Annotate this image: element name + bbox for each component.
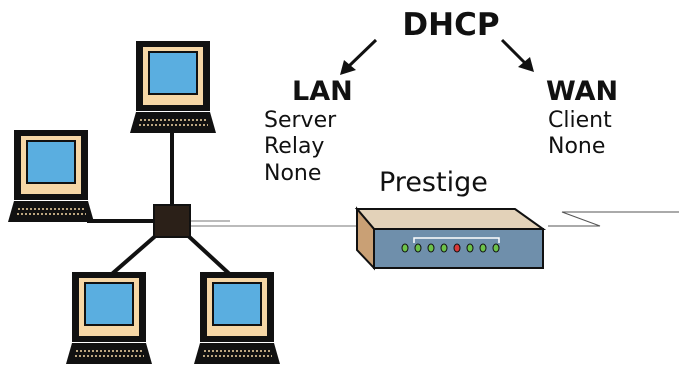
computer-bottom-left: [65, 271, 153, 365]
wan-heading: WAN: [546, 76, 618, 107]
router-leds: [401, 243, 500, 253]
router-led: [479, 243, 487, 253]
router-led: [492, 243, 500, 253]
lan-option-none: None: [264, 161, 321, 186]
dhcp-title: DHCP: [402, 7, 499, 43]
router-led: [466, 243, 474, 253]
router-led: [440, 243, 448, 253]
router-led: [414, 243, 422, 253]
prestige-label: Prestige: [379, 167, 488, 198]
computer-bottom-right: [193, 271, 281, 365]
wan-link-line: [548, 211, 679, 227]
wan-option-none: None: [548, 134, 605, 159]
wan-option-client: Client: [548, 108, 612, 133]
router-led-red: [453, 243, 461, 253]
arrow-to-lan: [340, 38, 378, 75]
lan-option-server: Server: [264, 108, 337, 133]
computer-left: [7, 129, 95, 223]
router-led: [401, 243, 409, 253]
lan-option-relay: Relay: [264, 134, 324, 159]
lan-heading: LAN: [292, 76, 353, 107]
network-hub: [153, 204, 191, 238]
prestige-router: [354, 206, 547, 271]
computer-top: [129, 40, 217, 134]
arrow-to-wan: [500, 38, 534, 72]
router-led: [427, 243, 435, 253]
